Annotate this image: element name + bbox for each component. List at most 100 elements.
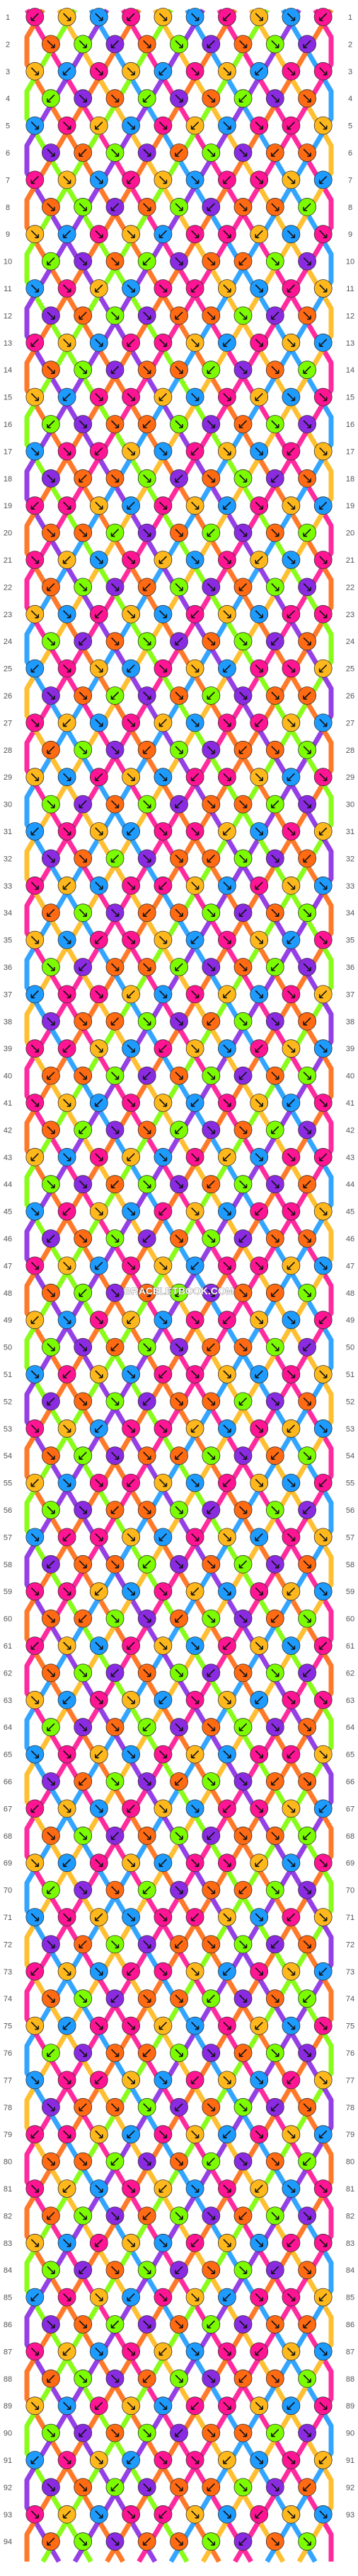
knot <box>154 496 173 515</box>
knot <box>265 252 284 271</box>
row-number-right: 63 <box>346 1697 354 1705</box>
knot <box>42 632 60 651</box>
diagonal-arrow-icon <box>30 1261 40 1270</box>
diagonal-arrow-icon <box>79 257 87 266</box>
row-number-left: 79 <box>4 2131 12 2139</box>
knot <box>122 2179 141 2198</box>
row-number-right: 79 <box>346 2131 354 2139</box>
diagonal-arrow-icon <box>30 2510 40 2519</box>
knot <box>282 2125 301 2144</box>
knot <box>217 1256 236 1275</box>
knot <box>282 1256 301 1275</box>
row-number-left: 93 <box>4 2511 12 2519</box>
diagonal-arrow-icon <box>95 1424 103 1433</box>
knot <box>105 958 125 976</box>
diagonal-arrow-icon <box>158 2401 168 2410</box>
knot <box>282 8 301 26</box>
diagonal-arrow-icon <box>158 1858 167 1867</box>
row-number-left: 16 <box>4 421 12 429</box>
diagonal-arrow-icon <box>158 2022 167 2030</box>
knot <box>122 822 141 841</box>
knot <box>313 442 333 461</box>
knot <box>170 469 188 488</box>
knot <box>282 442 301 461</box>
knot <box>74 1555 93 1574</box>
row-number-right: 74 <box>346 1995 354 2003</box>
diagonal-arrow-icon <box>95 13 103 21</box>
diagonal-arrow-icon <box>62 882 71 890</box>
diagonal-arrow-icon <box>30 1153 39 1161</box>
diagonal-arrow-icon <box>190 1261 200 1270</box>
diagonal-arrow-icon <box>255 1913 263 1921</box>
diagonal-arrow-icon <box>319 773 328 781</box>
knot <box>122 2505 141 2524</box>
knot <box>122 116 141 135</box>
knot <box>105 1826 125 1845</box>
diagonal-arrow-icon <box>95 1207 103 1216</box>
knot <box>154 1473 173 1492</box>
knot <box>105 686 125 705</box>
diagonal-arrow-icon <box>271 365 279 374</box>
knot <box>105 1446 125 1465</box>
diagonal-arrow-icon <box>127 2130 135 2138</box>
row-number-right: 9 <box>348 230 352 239</box>
diagonal-arrow-icon <box>127 339 135 347</box>
diagonal-arrow-icon <box>255 718 263 727</box>
diagonal-arrow-icon <box>47 2211 55 2220</box>
row-number-left: 59 <box>4 1588 12 1596</box>
diagonal-arrow-icon <box>191 718 200 727</box>
diagonal-arrow-icon <box>110 1397 120 1406</box>
diagonal-arrow-icon <box>143 40 151 49</box>
knot <box>25 496 45 515</box>
diagonal-arrow-icon <box>255 936 263 944</box>
diagonal-arrow-icon <box>318 2130 328 2138</box>
diagonal-arrow-icon <box>303 2049 311 2057</box>
row-number-right: 77 <box>346 2076 354 2085</box>
diagonal-arrow-icon <box>79 203 87 211</box>
knot <box>265 35 284 54</box>
knot <box>42 361 60 380</box>
diagonal-arrow-icon <box>287 393 296 402</box>
knot <box>89 1690 108 1709</box>
diagonal-arrow-icon <box>287 1967 296 1976</box>
row-number-right: 28 <box>346 747 354 755</box>
row-number-right: 81 <box>346 2185 354 2194</box>
knot <box>185 1419 204 1438</box>
diagonal-arrow-icon <box>95 2239 103 2247</box>
knot <box>170 1935 188 1954</box>
diagonal-arrow-icon <box>255 610 263 619</box>
knot <box>217 225 236 244</box>
knot <box>265 523 284 542</box>
knot <box>217 768 236 787</box>
knot <box>298 1501 317 1519</box>
knot <box>154 1745 173 1764</box>
knot <box>233 1772 253 1791</box>
diagonal-arrow-icon <box>223 1261 231 1270</box>
knot <box>282 2288 301 2307</box>
diagonal-arrow-icon <box>287 1261 295 1270</box>
row-number-left: 20 <box>4 529 12 538</box>
diagonal-arrow-icon <box>47 94 55 103</box>
diagonal-arrow-icon <box>238 691 248 700</box>
diagonal-arrow-icon <box>223 990 231 999</box>
knot <box>137 1012 156 1031</box>
knot <box>265 632 284 651</box>
knot <box>42 1609 60 1628</box>
diagonal-arrow-icon <box>238 1180 248 1188</box>
knot <box>265 740 284 759</box>
diagonal-arrow-icon <box>142 1723 151 1731</box>
knot <box>313 1637 333 1655</box>
knot <box>137 306 156 325</box>
diagonal-arrow-icon <box>255 1424 263 1433</box>
knot <box>233 469 253 488</box>
knot <box>265 2478 284 2497</box>
knot <box>122 551 141 569</box>
knot <box>217 2179 236 2198</box>
row-number-right: 83 <box>346 2240 354 2248</box>
diagonal-arrow-icon <box>30 2184 40 2193</box>
row-number-left: 26 <box>4 692 12 701</box>
diagonal-arrow-icon <box>287 2456 296 2464</box>
diagonal-arrow-icon <box>175 2049 183 2057</box>
knot <box>89 2233 108 2252</box>
diagonal-arrow-icon <box>238 1017 248 1026</box>
